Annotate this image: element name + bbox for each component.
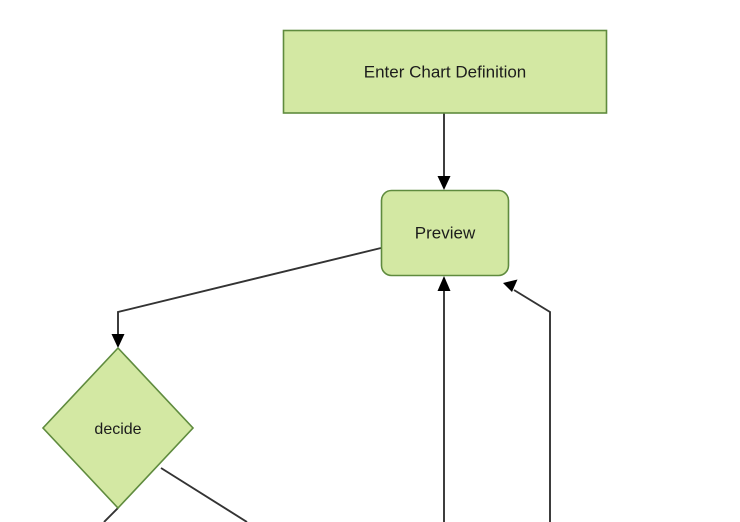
edge-preview-to-decide [111,247,382,348]
edge-line [160,467,248,522]
node-label-preview: Preview [415,223,476,242]
node-shape-diamond [41,346,195,510]
node-preview[interactable]: Preview [380,189,510,277]
edge-offscreen-bottom-center-to-preview [437,276,451,522]
node-shape-rectangle [282,29,608,114]
edge-decide-to-offscreen-bottom-right [160,467,248,522]
arrowhead-icon [503,279,518,292]
arrowhead-icon [111,334,125,348]
node-decide[interactable]: decide [41,346,195,510]
edge-line [513,289,551,522]
node-label-decide: decide [94,421,141,438]
node-label-enter-chart-definition: Enter Chart Definition [364,62,527,81]
edge-line [117,247,382,336]
edge-offscreen-bottom-right-to-preview [503,279,551,522]
node-enter-chart-definition[interactable]: Enter Chart Definition [282,29,608,114]
node-shape-rounded-rectangle [380,189,510,277]
edge-enter-chart-definition-to-preview [437,113,451,190]
arrowhead-icon [437,176,451,190]
edge-line [103,507,119,522]
arrowhead-icon [437,276,451,291]
edge-decide-to-offscreen-bottom-left [103,507,119,522]
